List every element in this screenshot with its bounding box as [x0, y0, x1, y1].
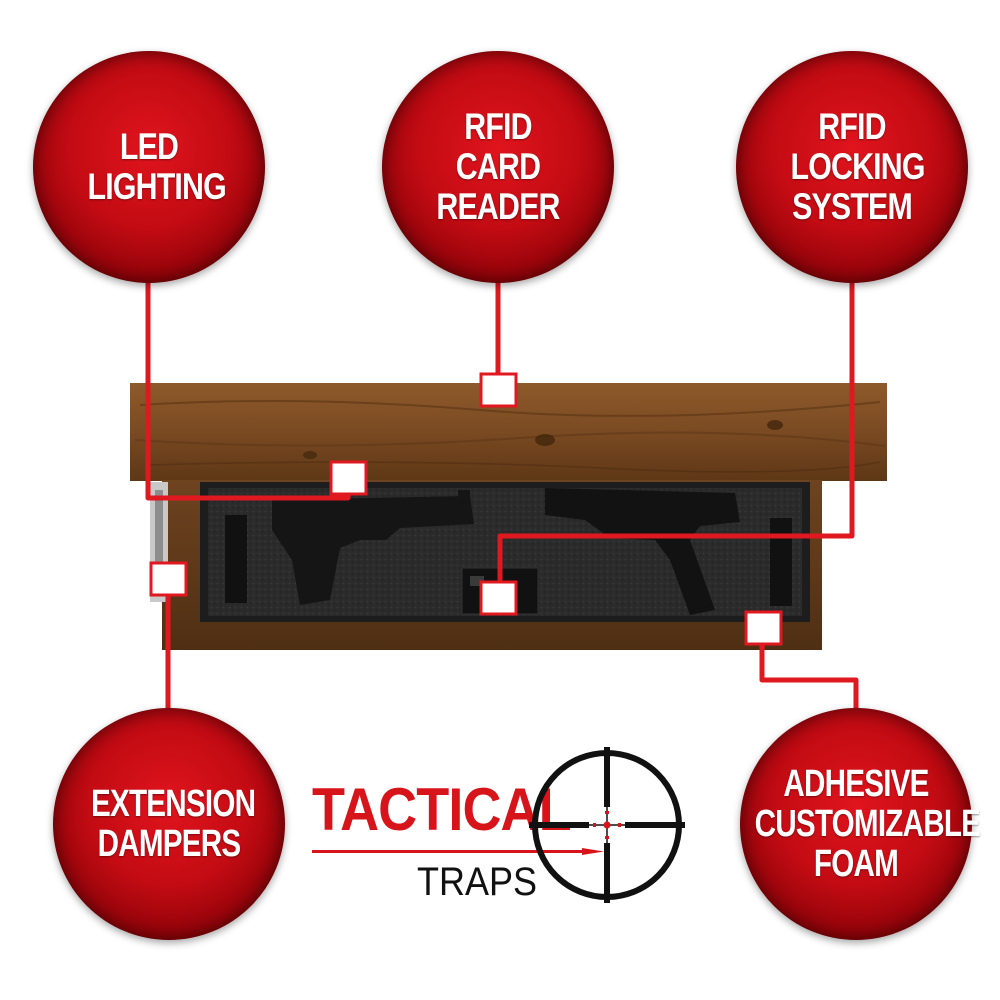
badge-rfid-card-reader-label: RFID CARD READER: [436, 106, 560, 227]
pistol-left: [272, 490, 474, 605]
pistol-right: [545, 488, 740, 615]
magazine-right: [770, 518, 792, 606]
marker-led: [329, 460, 368, 496]
bullet-line-icon: [312, 848, 604, 855]
badge-rfid-locking-system-label: RFID LOCKING SYSTEM: [790, 106, 926, 227]
badge-led-lighting-label: LED LIGHTING: [87, 126, 227, 207]
crosshair-scope-icon: [529, 747, 685, 903]
badge-rfid-card-reader: RFID CARD READER: [382, 51, 614, 283]
badge-extension-dampers-label: EXTENSION DAMPERS: [91, 783, 256, 865]
marker-foam: [744, 610, 783, 646]
marker-rfid-lock: [479, 580, 518, 616]
logo-wordmark-sub: TRAPS: [417, 860, 538, 904]
badge-adhesive-foam: ADHESIVE CUSTOMIZABLE FOAM: [740, 708, 981, 940]
marker-rfid-reader: [479, 372, 518, 408]
badge-extension-dampers: EXTENSION DAMPERS: [53, 708, 285, 940]
magazine-left: [225, 515, 247, 603]
marker-dampers: [149, 561, 188, 597]
badge-adhesive-foam-label: ADHESIVE CUSTOMIZABLE FOAM: [754, 763, 981, 885]
badge-rfid-locking-system: RFID LOCKING SYSTEM: [736, 51, 968, 283]
badge-led-lighting: LED LIGHTING: [33, 51, 265, 283]
logo-wordmark-main: TACTICAL: [312, 776, 572, 843]
